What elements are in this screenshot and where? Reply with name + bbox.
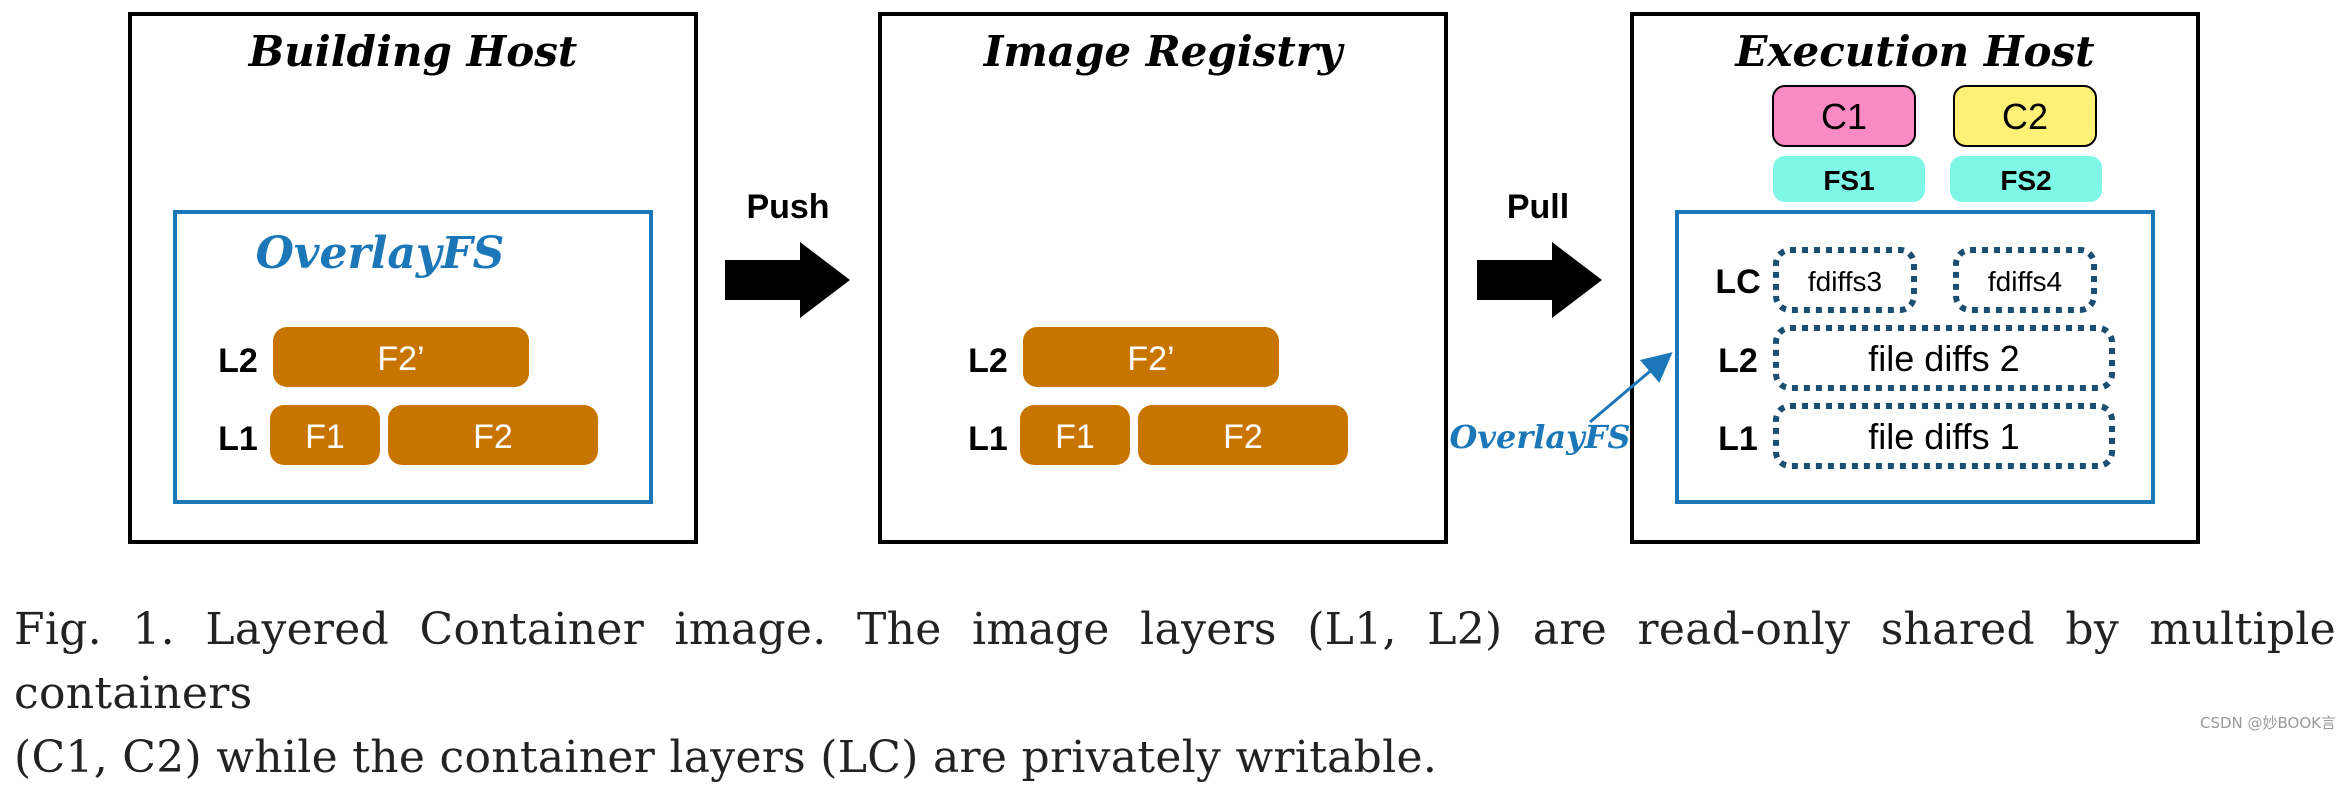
execution-block-fdiffs3-label: fdiffs3 xyxy=(1808,266,1882,297)
building-block-f2 xyxy=(388,405,598,465)
execution-overlayfs-frame xyxy=(1675,210,2155,504)
filesystem-fs2-label: FS2 xyxy=(2000,165,2051,196)
building-block-f2-prime xyxy=(273,327,529,387)
image-registry-title: Image Registry xyxy=(983,27,1345,76)
building-block-f1 xyxy=(270,405,380,465)
registry-layer-label-l1: L1 xyxy=(968,420,1008,458)
push-arrow-icon xyxy=(725,242,850,318)
container-c2-label: C2 xyxy=(2002,96,2048,137)
container-c1-label: C1 xyxy=(1821,96,1867,137)
pull-label: Pull xyxy=(1507,188,1569,226)
building-block-f2-label: F2 xyxy=(473,418,513,456)
filesystem-fs2 xyxy=(1950,156,2102,202)
execution-host-title: Execution Host xyxy=(1734,27,2094,76)
execution-block-file-diffs-2-label: file diffs 2 xyxy=(1868,338,2019,379)
building-host-panel: Building Host OverlayFS L2 F2’ L1 F1 F2 xyxy=(128,12,698,544)
execution-layer-label-lc: LC xyxy=(1715,263,1760,301)
image-registry-frame xyxy=(878,12,1448,544)
registry-block-f1-label: F1 xyxy=(1055,418,1095,456)
execution-host-panel: Execution Host C1 C2 FS1 FS2 LC fdiffs3 … xyxy=(1630,12,2200,544)
registry-block-f2 xyxy=(1138,405,1348,465)
building-block-f1-label: F1 xyxy=(305,418,345,456)
registry-block-f1 xyxy=(1020,405,1130,465)
pull-arrow-icon xyxy=(1477,242,1602,318)
execution-block-file-diffs-1-label: file diffs 1 xyxy=(1868,416,2019,457)
image-registry-panel: Image Registry L2 F2’ L1 F1 F2 xyxy=(878,12,1448,544)
execution-block-fdiffs4 xyxy=(1953,247,2097,313)
filesystem-fs1 xyxy=(1773,156,1925,202)
building-layer-label-l2: L2 xyxy=(218,342,258,380)
execution-layer-label-l1: L1 xyxy=(1718,420,1758,458)
building-layer-label-l1: L1 xyxy=(218,420,258,458)
execution-block-fdiffs4-label: fdiffs4 xyxy=(1988,266,2062,297)
registry-layer-label-l2: L2 xyxy=(968,342,1008,380)
container-c2 xyxy=(1953,85,2097,147)
building-host-title: Building Host xyxy=(248,27,578,76)
execution-block-fdiffs3 xyxy=(1773,247,1917,313)
building-overlayfs-frame xyxy=(173,210,653,504)
filesystem-fs1-label: FS1 xyxy=(1823,165,1874,196)
push-arrow-group: Push xyxy=(725,188,850,318)
building-block-f2-prime-label: F2’ xyxy=(377,340,424,378)
figure-caption: Fig. 1. Layered Container image. The ima… xyxy=(14,598,2336,790)
registry-block-f2-label: F2 xyxy=(1223,418,1263,456)
execution-host-frame xyxy=(1630,12,2200,544)
building-host-frame xyxy=(128,12,698,544)
pull-arrow-group: Pull xyxy=(1477,188,1602,318)
overlayfs-pointer-line xyxy=(1589,352,1673,424)
container-image-diagram: Building Host OverlayFS L2 F2’ L1 F1 F2 … xyxy=(128,12,2200,544)
caption-line-2: (C1, C2) while the container layers (LC)… xyxy=(14,732,1438,783)
execution-layer-label-l2: L2 xyxy=(1718,342,1758,380)
registry-block-f2-prime-label: F2’ xyxy=(1127,340,1174,378)
push-label: Push xyxy=(746,188,829,226)
watermark-text: CSDN @妙BOOK言 xyxy=(2199,714,2336,732)
registry-block-f2-prime xyxy=(1023,327,1279,387)
caption-line-1: Fig. 1. Layered Container image. The ima… xyxy=(14,604,2336,719)
building-overlayfs-label: OverlayFS xyxy=(256,228,505,279)
container-c1 xyxy=(1772,85,1916,147)
execution-overlayfs-label: OverlayFS xyxy=(1450,418,1631,456)
